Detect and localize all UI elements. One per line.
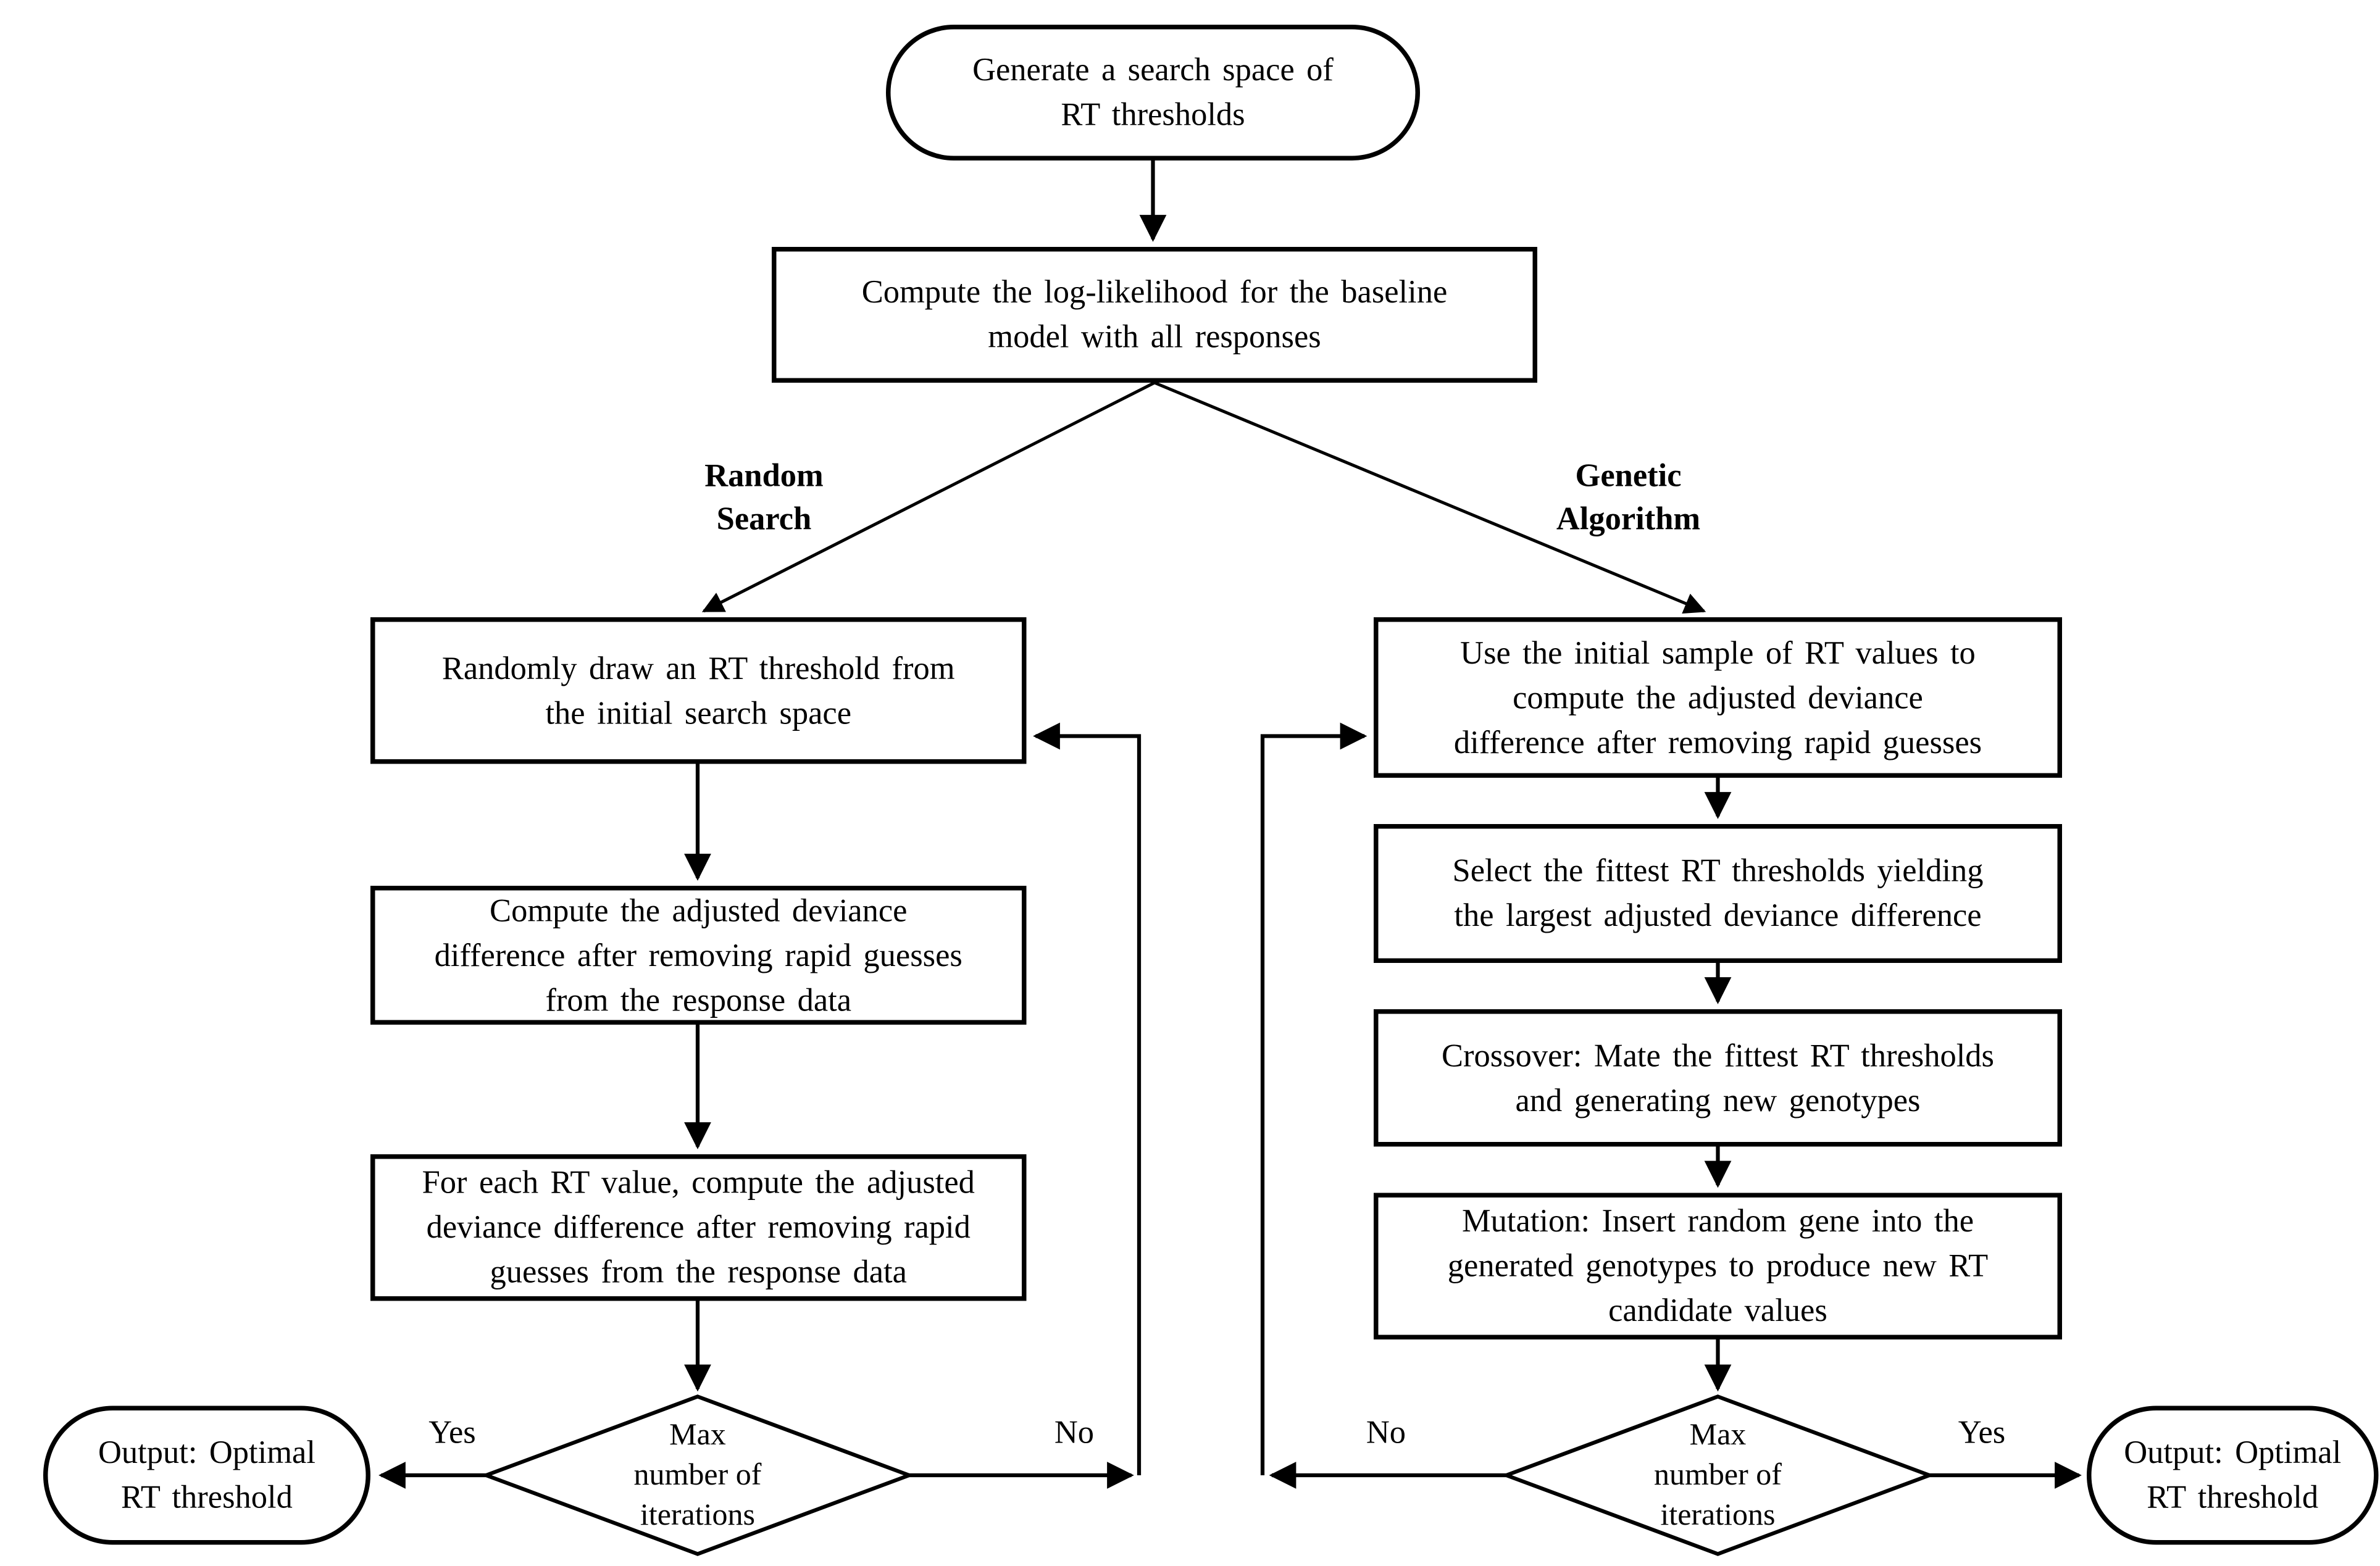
ga-no-label: No xyxy=(1366,1414,1406,1451)
rs-decision-diamond xyxy=(480,1394,915,1556)
rs-step-draw-threshold: Randomly draw an RT threshold from the i… xyxy=(370,617,1027,764)
ga-step-mutation: Mutation: Insert random gene into the ge… xyxy=(1374,1193,2062,1339)
branch-label-random-search: Random Search xyxy=(704,457,824,537)
edge-rs-no-loopback xyxy=(1033,722,1142,1475)
rs-output-terminator: Output: Optimal RT threshold xyxy=(43,1406,370,1545)
ga-decision-diamond xyxy=(1501,1394,1935,1556)
ga-yes-label: Yes xyxy=(1958,1414,2006,1451)
ga-step-initial-sample: Use the initial sample of RT values to c… xyxy=(1374,617,2062,778)
edge-ga-no-loopback xyxy=(1260,722,1367,1475)
rs-step-compute-deviance: Compute the adjusted deviance difference… xyxy=(370,886,1027,1025)
edge-baseline-to-random-search xyxy=(701,381,1156,613)
start-terminator: Generate a search space of RT thresholds xyxy=(886,25,1420,160)
rs-no-label: No xyxy=(1054,1414,1095,1451)
ga-output-terminator: Output: Optimal RT threshold xyxy=(2087,1406,2379,1545)
branch-label-genetic-algorithm: Genetic Algorithm xyxy=(1556,457,1701,537)
rs-decision-label: Max number of iterations xyxy=(633,1418,762,1533)
rs-step-foreach-rt: For each RT value, compute the adjusted … xyxy=(370,1154,1027,1301)
ga-step-crossover: Crossover: Mate the fittest RT threshold… xyxy=(1374,1009,2062,1147)
baseline-process-box: Compute the log-likelihood for the basel… xyxy=(772,247,1537,383)
edge-baseline-to-genetic-algorithm xyxy=(1154,381,1706,614)
rs-yes-label: Yes xyxy=(428,1414,476,1451)
ga-decision-label: Max number of iterations xyxy=(1654,1418,1782,1533)
ga-step-select-fittest: Select the fittest RT thresholds yieldin… xyxy=(1374,824,2062,963)
